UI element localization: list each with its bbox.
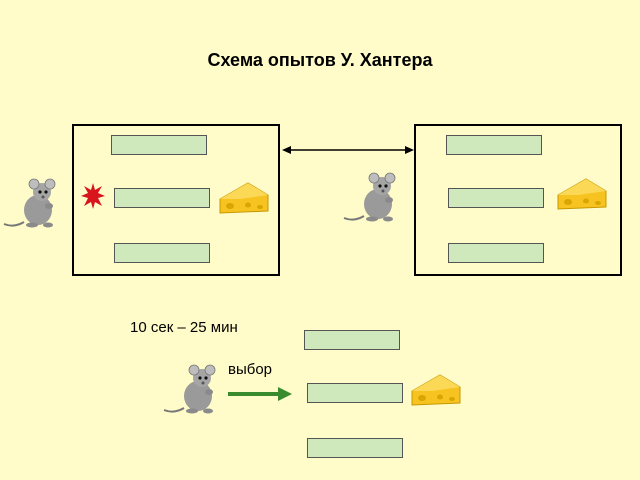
right-slot-bottom bbox=[448, 243, 544, 263]
right-slot-top bbox=[446, 135, 542, 155]
cheese-icon bbox=[556, 177, 608, 211]
cheese-icon bbox=[410, 373, 462, 407]
bottom-slot-middle bbox=[307, 383, 403, 403]
mouse-icon bbox=[160, 364, 222, 416]
mouse-icon bbox=[340, 172, 402, 224]
mouse-icon bbox=[0, 178, 62, 230]
choice-label: выбор bbox=[228, 361, 273, 378]
double-arrow-icon bbox=[282, 142, 414, 158]
right-panel bbox=[414, 124, 622, 276]
left-slot-middle bbox=[114, 188, 210, 208]
right-slot-middle bbox=[448, 188, 544, 208]
time-label: 10 сек – 25 мин bbox=[130, 319, 238, 336]
shock-icon bbox=[81, 183, 105, 209]
bottom-slot-top bbox=[304, 330, 400, 350]
cheese-icon bbox=[218, 181, 270, 215]
arrow-right-icon bbox=[228, 386, 292, 402]
diagram-title: Схема опытов У. Хантера bbox=[207, 50, 433, 70]
left-slot-bottom bbox=[114, 243, 210, 263]
left-slot-top bbox=[111, 135, 207, 155]
bottom-slot-bottom bbox=[307, 438, 403, 458]
